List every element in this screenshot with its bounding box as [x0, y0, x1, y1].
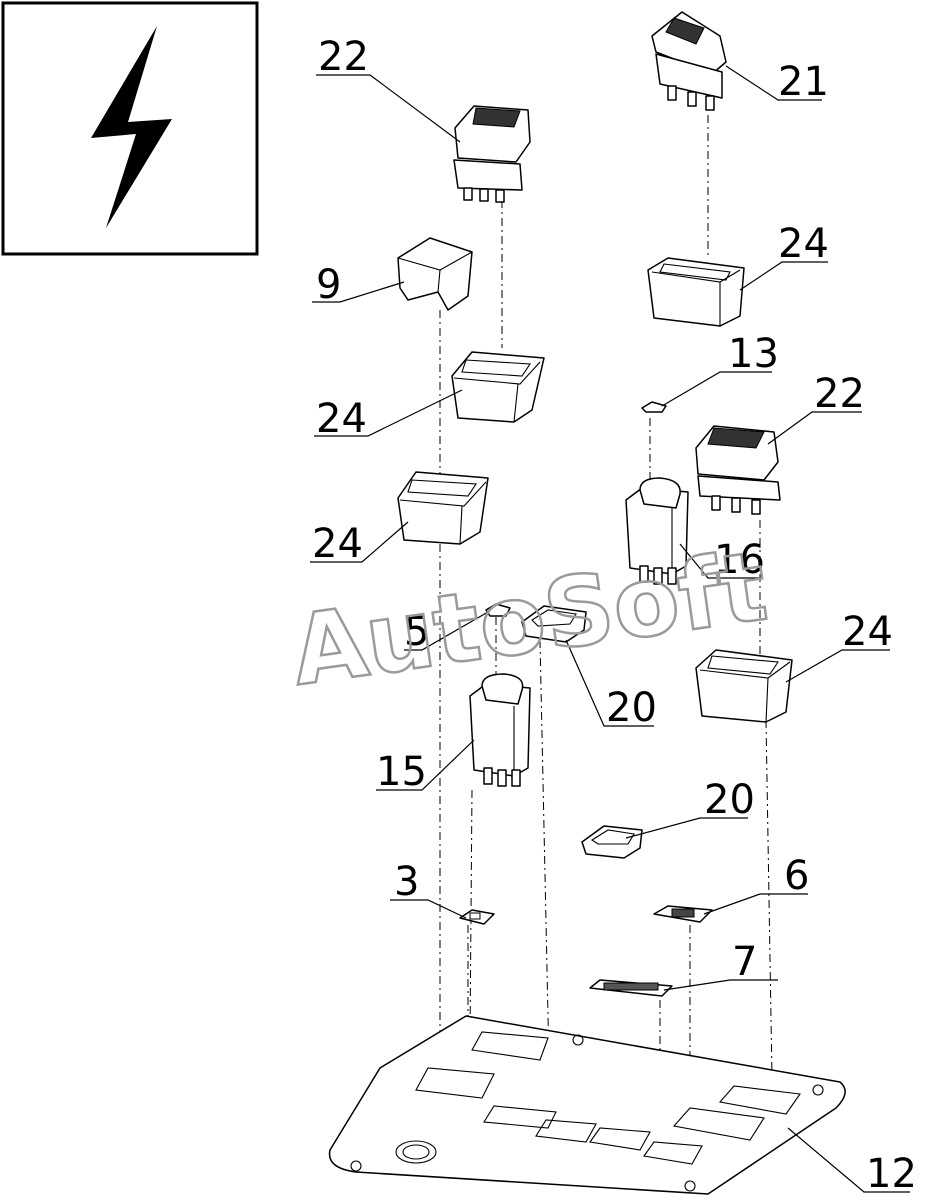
mounting-frame-24-center-upper	[451, 351, 545, 423]
callout-24-right-lower: 24	[842, 609, 893, 655]
mounting-frame-24-upper-right	[647, 257, 745, 327]
rocker-switch-21	[651, 11, 727, 111]
relay-16	[625, 477, 689, 585]
callout-22-right: 22	[814, 371, 865, 417]
callout-9: 9	[316, 262, 341, 308]
callout-12: 12	[866, 1151, 917, 1197]
electrical-section-box	[1, 1, 259, 256]
mounting-panel-12	[328, 1015, 846, 1195]
blanking-cap-20-upper	[521, 605, 587, 643]
callout-24-left: 24	[312, 521, 363, 567]
small-clip-5	[485, 603, 511, 617]
callout-labels: 22 21 9 24 24 13 22 24 16 5 24 20 15 20 …	[312, 34, 917, 1197]
callout-leader-lines	[310, 65, 910, 1193]
callout-5: 5	[404, 609, 429, 655]
rocker-switch-22-right	[695, 425, 781, 515]
symbol-lens-3	[459, 909, 495, 925]
blanking-cap-20-lower	[581, 825, 643, 859]
callout-22-upper: 22	[318, 34, 369, 80]
clip-cover-9	[397, 237, 473, 311]
callout-20-upper: 20	[606, 685, 657, 731]
callout-7: 7	[732, 939, 757, 985]
callout-24-upper-right: 24	[778, 221, 829, 267]
mounting-frame-24-right-lower	[695, 649, 793, 723]
callout-21: 21	[778, 59, 829, 105]
callout-6: 6	[784, 853, 809, 899]
callout-16: 16	[714, 537, 765, 583]
callout-3: 3	[394, 859, 419, 905]
rocker-switch-22-upper	[453, 105, 531, 203]
mounting-frame-24-left	[397, 471, 489, 545]
lightning-bolt-icon	[91, 26, 172, 228]
relay-15	[469, 673, 531, 787]
symbol-lens-6	[653, 905, 713, 923]
callout-20-lower: 20	[704, 777, 755, 823]
symbol-strip-7	[589, 979, 673, 997]
callout-13: 13	[728, 331, 779, 377]
callout-24-center-upper: 24	[316, 396, 367, 442]
callout-15: 15	[376, 749, 427, 795]
small-clip-13	[641, 401, 667, 413]
